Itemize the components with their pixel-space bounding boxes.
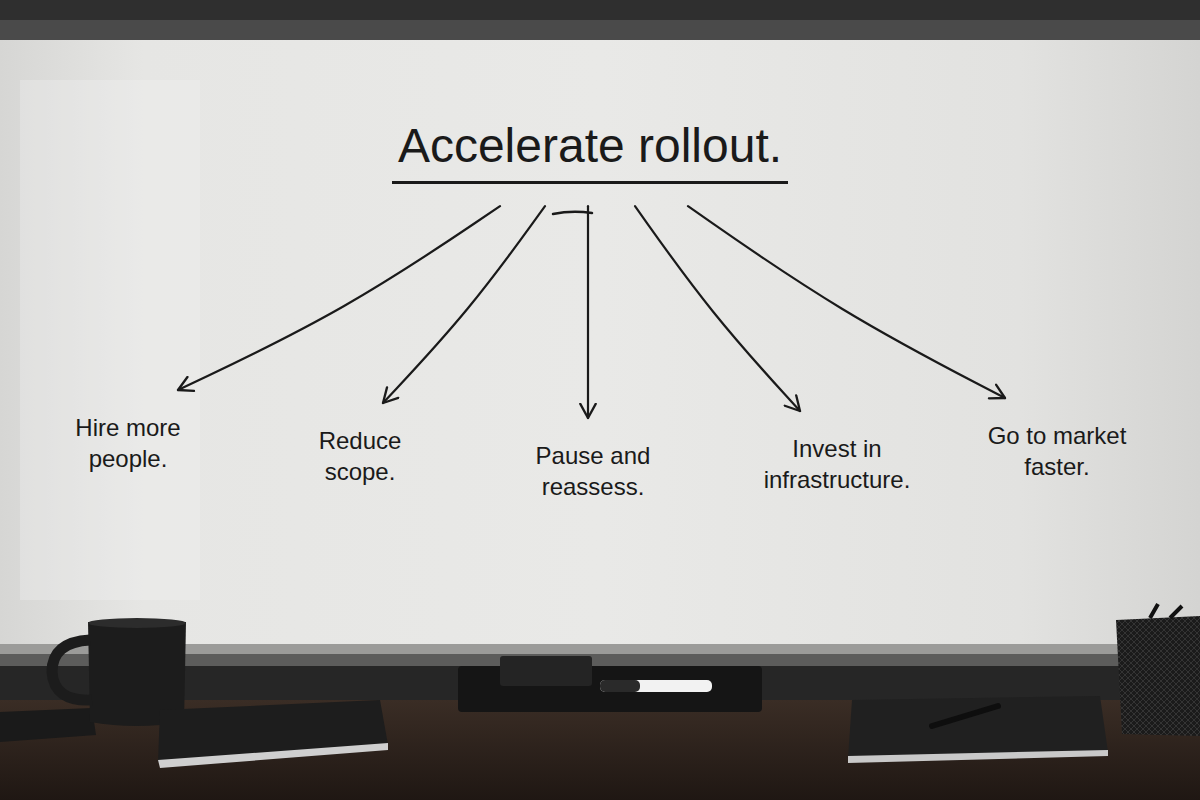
whiteboard-surface (0, 40, 1200, 646)
mug-handle (52, 640, 92, 700)
notebook-pages (848, 750, 1108, 763)
handwritten-text: Hire more people. (59, 412, 197, 474)
topic-heading: Accelerate rollout. (392, 118, 788, 206)
pen-holder (1116, 616, 1200, 736)
marker-stroke (553, 212, 592, 214)
option-note: Pause and reassess. (518, 418, 668, 508)
laptop-edge (0, 708, 96, 742)
option-note: Invest in infrastructure. (742, 411, 932, 501)
arrow-connector (178, 206, 500, 390)
option-note: Hire more people. (53, 390, 203, 480)
pens-in-holder (1150, 604, 1182, 618)
notebook (848, 696, 1108, 758)
handwritten-text: Accelerate rollout. (392, 118, 788, 184)
mug-rim (88, 618, 186, 628)
eraser (500, 656, 592, 686)
arrow-connector (587, 206, 589, 418)
board-top-frame (0, 20, 1200, 42)
notebook-pages (158, 743, 388, 768)
handwritten-text: Go to market faster. (978, 420, 1136, 482)
marker-cap (600, 680, 640, 692)
arrow-connector (635, 206, 800, 411)
arrow-connector (383, 206, 545, 403)
option-note: Reduce scope. (300, 403, 420, 493)
handwritten-text: Invest in infrastructure. (748, 433, 926, 495)
handwritten-text: Reduce scope. (306, 425, 414, 487)
board-reflection (20, 80, 200, 600)
arrow-connector (688, 206, 1005, 398)
option-note: Go to market faster. (972, 398, 1142, 488)
pen (932, 706, 998, 726)
handwritten-text: Pause and reassess. (524, 440, 662, 502)
marker (600, 680, 712, 692)
